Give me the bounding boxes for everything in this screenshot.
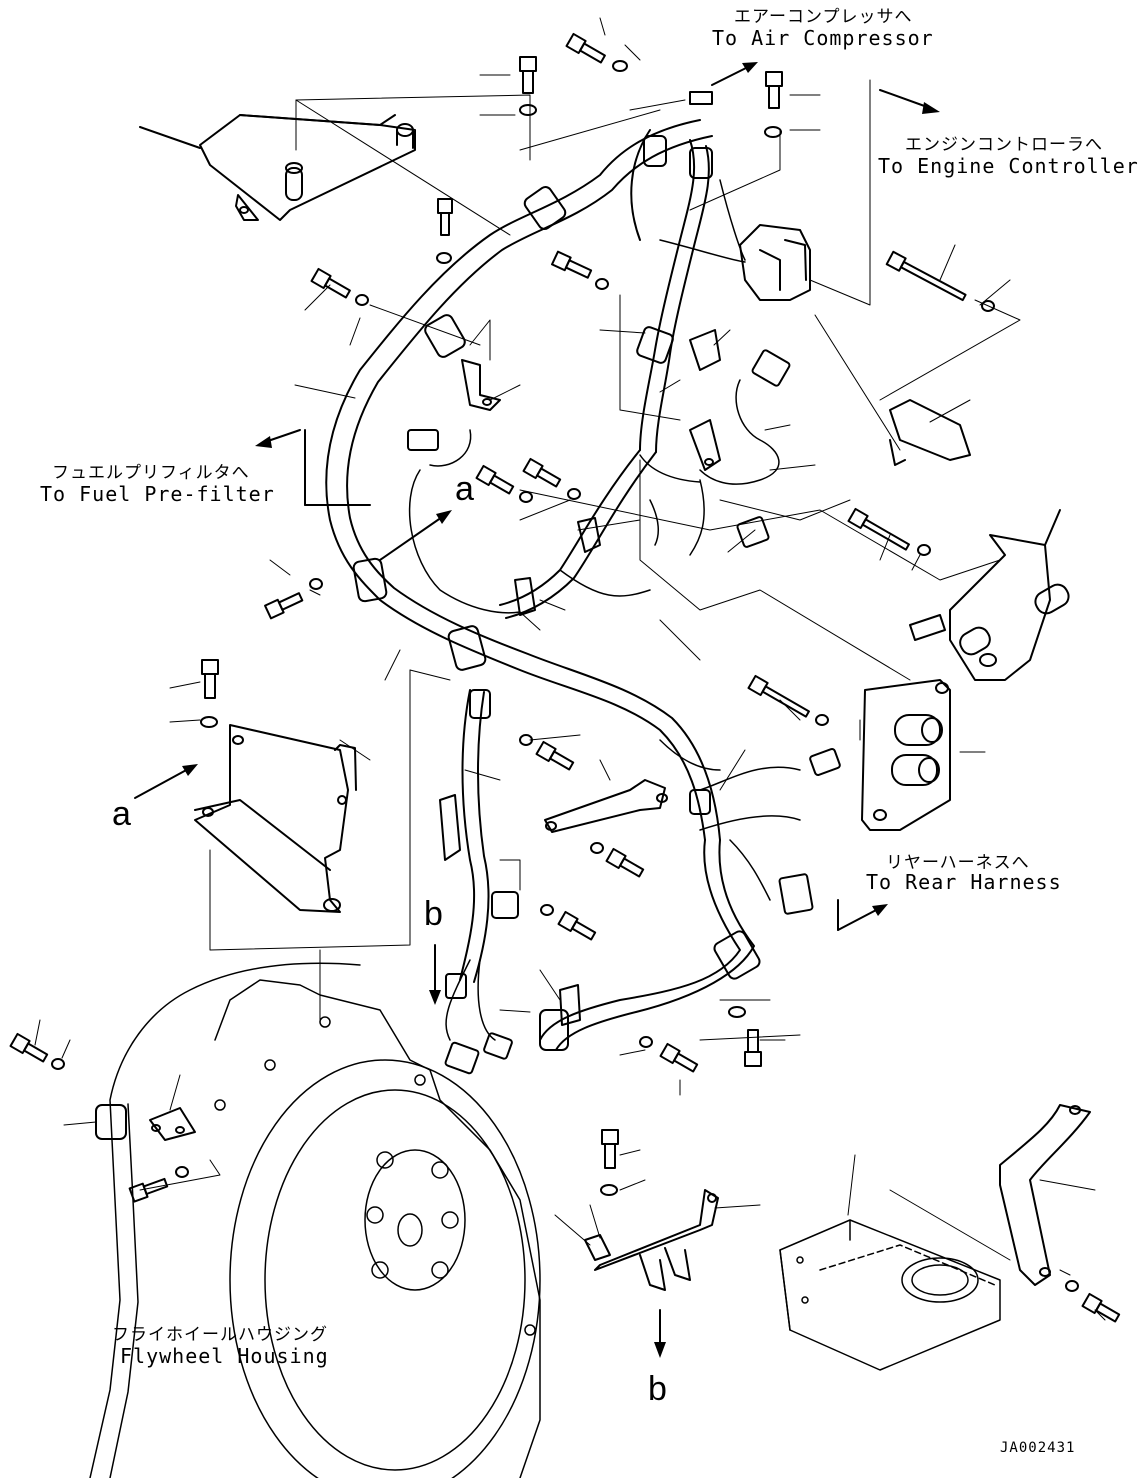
top-left-bracket bbox=[139, 114, 416, 221]
air-compressor-label-en: To Air Compressor bbox=[712, 26, 934, 50]
engine-controller-label-jp: エンジンコントローラへ bbox=[905, 135, 1103, 155]
rear-harness-label-jp: リヤーハーネスへ bbox=[886, 853, 1030, 873]
rear-harness-label-en: To Rear Harness bbox=[866, 870, 1062, 894]
flywheel-housing-label-jp: フライホイールハウジング bbox=[112, 1325, 328, 1345]
view-ref-a-left: a bbox=[112, 795, 131, 833]
thin-wires bbox=[408, 179, 801, 1041]
flywheel-housing bbox=[89, 962, 541, 1478]
right-bracket bbox=[909, 509, 1070, 681]
left-plate-bracket bbox=[194, 724, 357, 913]
engine-controller-label-en: To Engine Controller bbox=[878, 154, 1139, 178]
fuel-prefilter-label-en: To Fuel Pre-filter bbox=[40, 482, 275, 506]
flywheel-housing-label-en: Flywheel Housing bbox=[120, 1344, 329, 1368]
curved-bracket bbox=[999, 1104, 1091, 1286]
flywheel-clamp bbox=[95, 1104, 196, 1141]
fuel-prefilter-label-jp: フュエルプリフィルタへ bbox=[52, 463, 250, 483]
strap-bracket bbox=[544, 779, 668, 833]
vertical-plate-bracket bbox=[861, 679, 951, 831]
leader-lines bbox=[34, 17, 1106, 1321]
clip-brackets bbox=[439, 329, 971, 1026]
view-ref-b-mid: b bbox=[424, 895, 443, 933]
mount-block bbox=[779, 1219, 1001, 1371]
bottom-clip-bracket bbox=[584, 1189, 719, 1291]
drawing-code: JA002431 bbox=[1000, 1440, 1076, 1456]
bolts bbox=[9, 32, 1121, 1323]
connectors bbox=[407, 91, 841, 1075]
main-harness bbox=[325, 119, 755, 1051]
air-compressor-label-jp: エアーコンプレッサへ bbox=[734, 7, 913, 27]
view-ref-a-top: a bbox=[455, 470, 474, 508]
harness-clamps bbox=[352, 135, 761, 1051]
view-ref-b-bottom: b bbox=[648, 1370, 667, 1408]
direction-arrows bbox=[134, 62, 940, 1358]
